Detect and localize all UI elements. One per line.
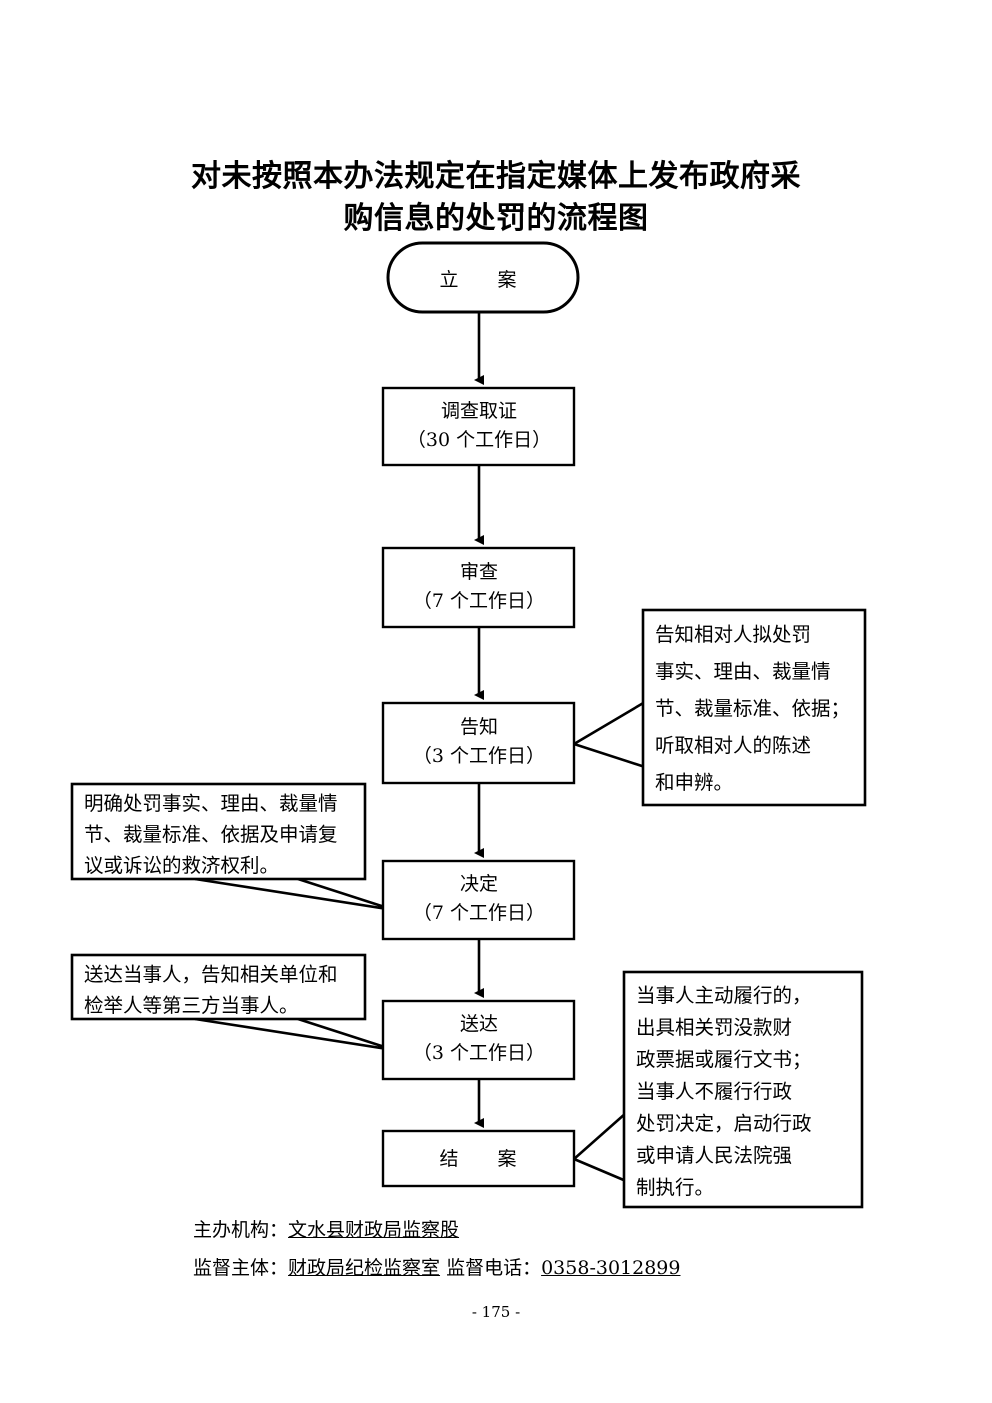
page-number: - 175 -	[471, 1303, 521, 1321]
page-title-line-1: 对未按照本办法规定在指定媒体上发布政府采	[191, 159, 801, 194]
close-node-label: 结 案	[439, 1148, 526, 1170]
investigate-node-label-line-2: （30 个工作日）	[407, 429, 551, 451]
review-node-label-line-2: （7 个工作日）	[413, 590, 545, 612]
delivery-node-label-line-1: 送达	[460, 1013, 498, 1035]
flow-node-notify[interactable]: 告知 （3 个工作日）	[381, 701, 576, 785]
start-node-label: 立 案	[439, 269, 526, 291]
annotation-note-notify-line-4: 听取相对人的陈述	[655, 734, 811, 757]
footer-supervisor-label: 监督主体：	[193, 1257, 289, 1279]
annotation-note-notify-line-1: 告知相对人拟处罚	[655, 623, 811, 646]
footer-organizer-label: 主办机构：	[193, 1219, 289, 1241]
flow-node-investigate[interactable]: 调查取证 （30 个工作日）	[381, 386, 576, 467]
annotation-note-delivery-shape	[70, 953, 367, 1021]
callout-tail-notify	[573, 700, 646, 769]
delivery-node-label-line-2: （3 个工作日）	[413, 1042, 545, 1064]
annotation-note-delivery-line-1: 送达当事人，告知相关单位和	[84, 963, 338, 986]
decision-node-shape	[381, 859, 576, 941]
annotation-note-notify-line-2: 事实、理由、裁量情	[655, 660, 831, 683]
annotation-note-decision-shape	[70, 782, 367, 881]
callout-tail-decision	[194, 877, 395, 912]
callout-tails	[194, 700, 646, 1183]
footer-organizer-value: 文水县财政局监察股	[288, 1219, 460, 1241]
flow-node-close[interactable]: 结 案	[381, 1129, 576, 1188]
flow-node-review[interactable]: 审查 （7 个工作日）	[381, 546, 576, 629]
annotation-note-close-line-3: 政票据或履行文书；	[636, 1048, 812, 1071]
annotation-note-close-line-2: 出具相关罚没款财	[636, 1016, 792, 1039]
start-node-shape	[386, 241, 580, 314]
investigate-node-label-line-1: 调查取证	[441, 400, 517, 422]
callout-tail-delivery	[194, 1017, 395, 1052]
annotation-note-decision[interactable]: 明确处罚事实、理由、裁量情 节、裁量标准、依据及申请复 议或诉讼的救济权利。	[70, 782, 367, 881]
annotation-note-close-line-7: 制执行。	[636, 1176, 714, 1199]
annotation-note-close-line-4: 当事人不履行行政	[636, 1080, 792, 1103]
flow-node-decision[interactable]: 决定 （7 个工作日）	[381, 859, 576, 941]
footer-organizer: 主办机构：文水县财政局监察股	[193, 1215, 459, 1242]
investigate-node-shape	[381, 386, 576, 467]
annotation-note-decision-line-3: 议或诉讼的救济权利。	[84, 854, 279, 877]
flow-node-delivery[interactable]: 送达 （3 个工作日）	[381, 999, 576, 1081]
annotation-note-delivery[interactable]: 送达当事人，告知相关单位和 检举人等第三方当事人。	[70, 953, 367, 1021]
annotation-note-notify[interactable]: 告知相对人拟处罚 事实、理由、裁量情 节、裁量标准、依据； 听取相对人的陈述 和…	[641, 608, 867, 807]
footer-supervisor: 监督主体：财政局纪检监察室 监督电话：0358-3012899	[193, 1253, 681, 1280]
annotation-note-decision-line-2: 节、裁量标准、依据及申请复	[84, 823, 338, 846]
review-node-shape	[381, 546, 576, 629]
delivery-node-shape	[381, 999, 576, 1081]
annotation-note-close-shape	[622, 970, 864, 1209]
annotation-note-notify-line-3: 节、裁量标准、依据；	[655, 697, 850, 720]
annotation-note-close[interactable]: 当事人主动履行的， 出具相关罚没款财 政票据或履行文书； 当事人不履行行政 处罚…	[622, 970, 864, 1209]
footer-supervisor-value: 财政局纪检监察室	[288, 1257, 441, 1279]
page-title-line-2: 购信息的处罚的流程图	[343, 201, 649, 236]
decision-node-label-line-1: 决定	[460, 873, 498, 895]
close-node-shape	[381, 1129, 576, 1188]
notify-node-shape	[381, 701, 576, 785]
annotation-note-close-line-5: 处罚决定，启动行政	[636, 1112, 812, 1135]
footer-phone-value: 0358-3012899	[541, 1257, 681, 1279]
annotation-note-notify-line-5: 和申辨。	[655, 771, 733, 794]
footer-phone-label: 监督电话：	[446, 1257, 542, 1279]
annotation-note-close-line-6: 或申请人民法院强	[636, 1144, 792, 1167]
page-title: 对未按照本办法规定在指定媒体上发布政府采 购信息的处罚的流程图	[140, 156, 852, 240]
callout-tail-close	[573, 1112, 627, 1183]
flow-node-start[interactable]: 立 案	[386, 241, 580, 314]
review-node-label-line-1: 审查	[460, 561, 498, 583]
annotation-note-notify-shape	[641, 608, 867, 807]
annotation-note-delivery-line-2: 检举人等第三方当事人。	[84, 994, 299, 1017]
notify-node-label-line-2: （3 个工作日）	[413, 745, 545, 767]
notify-node-label-line-1: 告知	[460, 716, 498, 738]
annotation-note-close-line-1: 当事人主动履行的，	[636, 984, 812, 1007]
annotation-note-decision-line-1: 明确处罚事实、理由、裁量情	[84, 792, 338, 815]
decision-node-label-line-2: （7 个工作日）	[413, 902, 545, 924]
